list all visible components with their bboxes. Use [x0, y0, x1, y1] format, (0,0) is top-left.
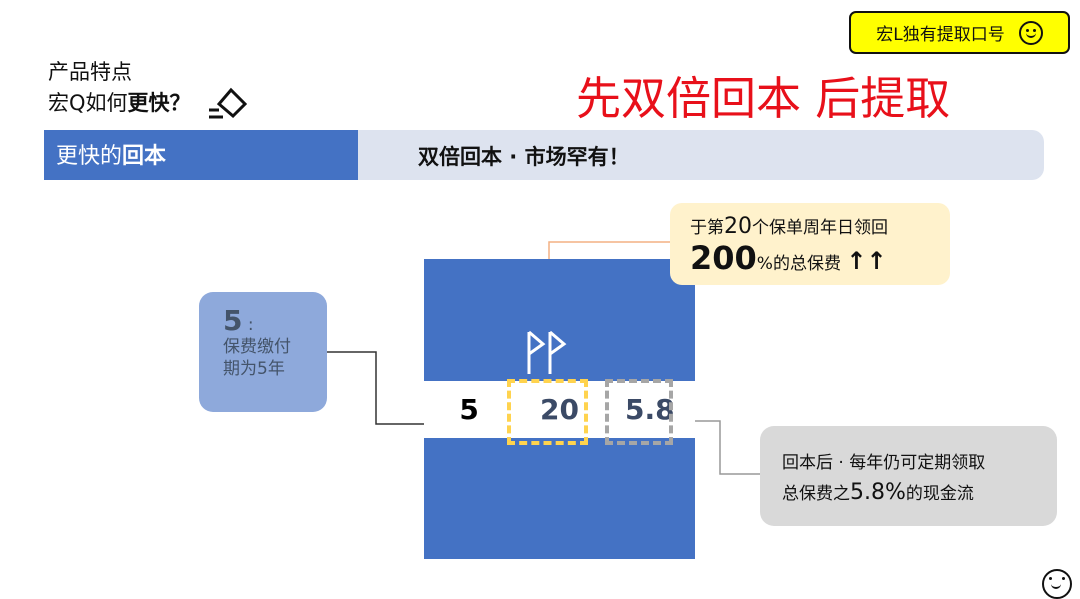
smiley-icon	[1042, 569, 1072, 599]
return-text-b: 个保单周年日领回	[752, 218, 888, 238]
timeline-cell-payment: 5	[459, 393, 479, 426]
timeline-cell-return: 20	[540, 393, 579, 426]
section-tagline: 双倍回本 · 市场罕有！	[358, 130, 1044, 180]
up-arrows-icon: ↑↑	[846, 247, 887, 275]
headline: 先双倍回本 后提取	[576, 72, 951, 125]
return-percent: 200	[690, 239, 757, 277]
cashflow-text-b: 的现金流	[905, 484, 974, 504]
cashflow-line1: 回本后 · 每年仍可定期领取	[782, 453, 986, 473]
timeline-cell-cashflow: 5.8	[625, 393, 675, 426]
timeline-strip: 5 20 5.8	[424, 381, 695, 438]
speed-icon	[209, 87, 248, 119]
page-title: 产品特点 宏Q如何更快？	[48, 58, 248, 122]
highlight-box-5-8	[605, 379, 673, 445]
return-text-a: 于第	[690, 218, 724, 238]
title-plain: 宏Q如何	[48, 91, 128, 115]
smiley-icon	[1018, 20, 1043, 45]
return-callout: 于第20个保单周年日领回 200%的总保费 ↑↑	[670, 203, 950, 285]
payment-callout: 5 : 保费缴付 期为5年	[199, 292, 327, 412]
payment-line1: 保费缴付	[223, 337, 291, 357]
title-bold: 更快？	[127, 91, 191, 115]
slogan-badge: 宏L独有提取口号	[849, 11, 1070, 54]
badge-label: 宏L独有提取口号	[876, 25, 1005, 45]
highlight-box-20	[507, 379, 588, 445]
cashflow-percent: 5.8%	[850, 480, 906, 505]
flag-icon	[527, 330, 567, 374]
title-line1: 产品特点	[48, 60, 132, 84]
title-line2: 宏Q如何更快？	[48, 86, 248, 122]
section-label-bold: 回本	[122, 144, 167, 169]
payment-years: 5	[223, 304, 243, 337]
section-label: 更快的回本	[44, 130, 358, 180]
payment-colon: :	[247, 315, 254, 335]
section-label-plain: 更快的	[56, 144, 123, 169]
return-year: 20	[724, 214, 752, 239]
return-text-c: %的总保费	[756, 254, 841, 274]
cashflow-callout: 回本后 · 每年仍可定期领取 总保费之5.8%的现金流	[760, 426, 1072, 599]
cashflow-text-a: 总保费之	[782, 484, 850, 504]
payment-line2: 期为5年	[223, 359, 285, 379]
